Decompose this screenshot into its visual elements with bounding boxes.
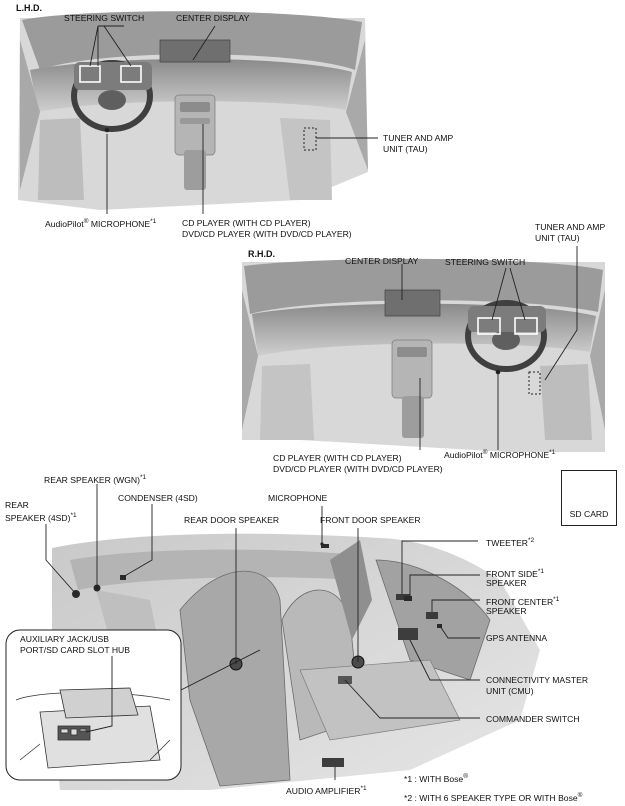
commander-switch-label: COMMANDER SWITCH <box>486 714 580 725</box>
footnote-1: *1 : WITH Bose® <box>404 772 468 784</box>
rhd-title: R.H.D. <box>248 249 275 260</box>
rhd-mic-dot <box>496 370 501 375</box>
rhd-tau-label-line2: UNIT (TAU) <box>535 233 580 244</box>
lhd-mic-dot <box>105 128 110 133</box>
footnote-2: *2 : WITH 6 SPEAKER TYPE OR WITH Bose® <box>404 791 582 803</box>
rear-speaker-wgn-label: REAR SPEAKER (WGN)*1 <box>44 473 146 485</box>
rear-speaker-4sd-label-line2: SPEAKER (4SD)*1 <box>5 511 77 523</box>
condenser-label: CONDENSER (4SD) <box>118 493 198 504</box>
rhd-audiopilot-label: AudioPilot® MICROPHONE*1 <box>444 448 555 460</box>
audio-amplifier-label: AUDIO AMPLIFIER*1 <box>286 784 367 796</box>
front-side-speaker-label-line2: SPEAKER <box>486 578 527 589</box>
rhd-cd-player-label-line1: CD PLAYER (WITH CD PLAYER) <box>273 453 402 464</box>
sd-card-label: SD CARD <box>562 509 616 519</box>
front-center-speaker-marker <box>426 612 438 619</box>
front-door-speaker-label: FRONT DOOR SPEAKER <box>320 515 421 526</box>
lhd-center-display-label: CENTER DISPLAY <box>176 13 249 24</box>
rear-door-speaker-label: REAR DOOR SPEAKER <box>184 515 279 526</box>
aux-hub-label-line1: AUXILIARY JACK/USB <box>20 634 109 645</box>
gps-antenna-label: GPS ANTENNA <box>486 633 547 644</box>
lhd-tau-label-line2: UNIT (TAU) <box>383 144 428 155</box>
tweeter-label: TWEETER*2 <box>486 536 534 548</box>
rhd-tau-label-line1: TUNER AND AMP <box>535 222 605 233</box>
lhd-cd-player-label-line2: DVD/CD PLAYER (WITH DVD/CD PLAYER) <box>182 229 352 240</box>
audio-amplifier-marker <box>322 758 344 767</box>
lhd-tau-label-line1: TUNER AND AMP <box>383 133 453 144</box>
sd-card-box: SD CARD <box>561 470 617 526</box>
front-side-speaker-marker <box>404 596 412 601</box>
front-center-speaker-label-line2: SPEAKER <box>486 606 527 617</box>
rhd-cd-player-label-line2: DVD/CD PLAYER (WITH DVD/CD PLAYER) <box>273 464 443 475</box>
lhd-cd-player-label-line1: CD PLAYER (WITH CD PLAYER) <box>182 218 311 229</box>
lhd-title: L.H.D. <box>16 3 42 14</box>
cmu-label-line2: UNIT (CMU) <box>486 686 534 697</box>
rhd-steering-switch-label: STEERING SWITCH <box>445 257 525 268</box>
lhd-dashboard-illustration <box>18 11 368 210</box>
rhd-dashboard-illustration <box>242 259 605 452</box>
lhd-audiopilot-label: AudioPilot® MICROPHONE*1 <box>45 217 156 229</box>
microphone-label: MICROPHONE <box>268 493 327 504</box>
lhd-steering-switch-label: STEERING SWITCH <box>64 13 144 24</box>
cmu-marker <box>398 628 418 640</box>
cmu-label-line1: CONNECTIVITY MASTER <box>486 675 588 686</box>
rhd-center-display-label: CENTER DISPLAY <box>345 256 418 267</box>
aux-hub-label-line2: PORT/SD CARD SLOT HUB <box>20 645 130 656</box>
rear-speaker-4sd-label-line1: REAR <box>5 500 29 511</box>
